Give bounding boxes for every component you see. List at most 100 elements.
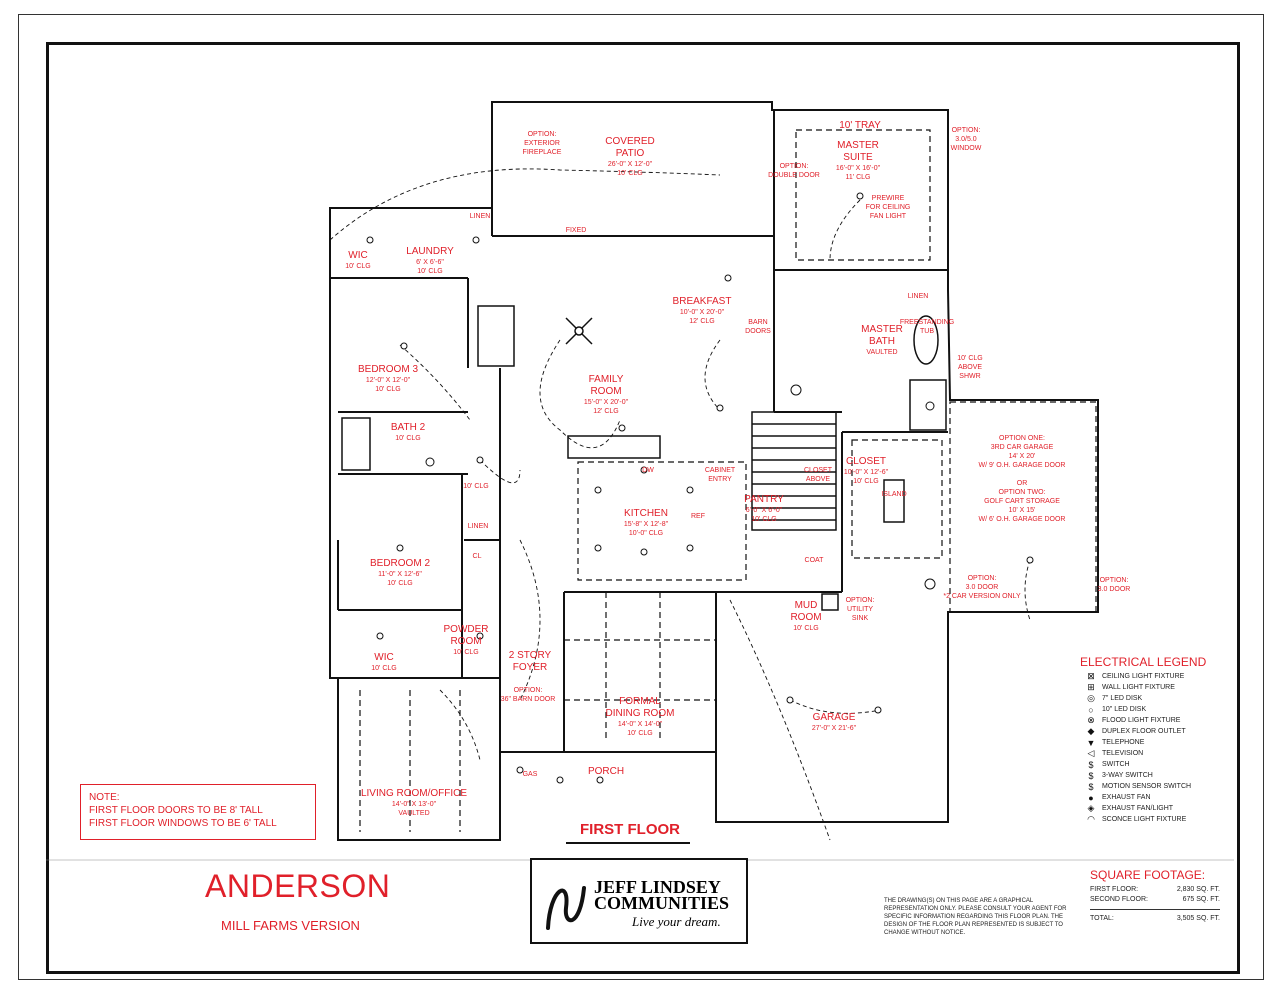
- garage-option-outline: [949, 401, 1097, 613]
- legend-item: $3-WAY SWITCH: [1080, 770, 1220, 781]
- room-detail: 3RD CAR GARAGE: [990, 444, 1054, 451]
- room-name: DINING ROOM: [605, 708, 675, 719]
- room-detail: 3.0/5.0: [955, 136, 977, 143]
- interior-wall: [330, 110, 948, 752]
- room-detail: 10'-0" X 20'-0": [679, 309, 725, 316]
- legend-item: ⊠ CEILING LIGHT FIXTURE: [1080, 671, 1220, 682]
- electrical-legend: ELECTRICAL LEGEND ⊠CEILING LIGHT FIXTURE…: [1080, 655, 1220, 825]
- room-detail: REF: [691, 513, 705, 520]
- room-detail: CL: [472, 553, 482, 560]
- room-detail: SINK: [851, 615, 869, 622]
- room-label-gas: GAS: [523, 770, 538, 779]
- legend-label: MOTION SENSOR SWITCH: [1102, 783, 1192, 790]
- room-detail: 3.0 DOOR: [1097, 586, 1131, 593]
- room-name: GARAGE: [812, 712, 856, 723]
- room-name: FOYER: [512, 662, 548, 673]
- room-detail: 10' CLG: [387, 580, 413, 587]
- legend-symbol-icon: ◈: [1087, 803, 1095, 813]
- room-name: BEDROOM 2: [369, 558, 431, 569]
- room-name: 2 STORY: [508, 650, 552, 661]
- room-detail: 10' CLG: [627, 730, 653, 737]
- room-detail: LINEN: [469, 213, 491, 220]
- room-detail: FOR CEILING: [865, 204, 911, 211]
- room-detail: 11' CLG: [845, 174, 871, 181]
- room-name: KITCHEN: [624, 508, 668, 519]
- legend-symbol-icon: ○: [1088, 704, 1094, 715]
- room-name: SUITE: [843, 152, 873, 163]
- room-detail: ENTRY: [708, 476, 732, 483]
- room-name: BEDROOM 3: [357, 364, 419, 375]
- room-detail: SHWR: [959, 373, 981, 380]
- room-name: MASTER: [861, 324, 903, 335]
- legend-item: $SWITCH: [1080, 759, 1220, 770]
- room-detail: 12' CLG: [689, 318, 715, 325]
- room-detail: ABOVE: [957, 364, 983, 371]
- room-detail: 10' CLG: [371, 665, 397, 672]
- room-detail: 15'-8" X 12'-8": [623, 521, 669, 528]
- logo-line2: COMMUNITIES: [594, 893, 730, 913]
- room-detail: 14'-0" X 13'-0": [391, 801, 437, 808]
- tray-ceiling: [795, 129, 931, 261]
- room-name: ROOM: [590, 386, 622, 397]
- floor-label: FIRST FLOOR: [580, 821, 680, 838]
- floor-note: NOTE: FIRST FLOOR DOORS TO BE 8' TALL FI…: [80, 784, 316, 840]
- room-label-dw: DW: [642, 466, 654, 475]
- room-detail: BARN: [748, 319, 768, 326]
- legend-symbol-icon: ◠: [1087, 814, 1095, 824]
- logo-tagline: Live your dream.: [632, 914, 721, 929]
- room-detail: VAULTED: [398, 810, 430, 817]
- room-detail: 10' CLG: [957, 355, 983, 362]
- legend-label: FLOOD LIGHT FIXTURE: [1102, 717, 1181, 724]
- room-detail: 15'-0" X 20'-0": [583, 399, 629, 406]
- note-line: FIRST FLOOR DOORS TO BE 8' TALL: [89, 805, 263, 816]
- room-label-hall-clg: 10' CLG: [463, 482, 488, 491]
- legend-symbol-icon: ⊠: [1087, 671, 1095, 681]
- closet-shelving: [851, 439, 943, 559]
- room-detail: UTILITY: [846, 606, 874, 613]
- room-label-linen-1: LINEN: [470, 212, 491, 221]
- legend-symbol-icon: $: [1088, 770, 1094, 781]
- wiring: [519, 539, 541, 701]
- room-label-cab-entry: CABINET ENTRY: [705, 466, 735, 484]
- company-logo: JEFF LINDSEY COMMUNITIES Live your dream…: [530, 858, 748, 944]
- wiring: [399, 344, 471, 421]
- room-detail: FIREPLACE: [522, 149, 562, 156]
- room-name: FORMAL: [619, 696, 661, 707]
- legend-label: CEILING LIGHT FIXTURE: [1102, 673, 1185, 680]
- room-detail: 10' CLG: [793, 625, 819, 632]
- room-detail: LINEN: [467, 523, 489, 530]
- square-footage: SQUARE FOOTAGE: FIRST FLOOR:2,830 SQ. FT…: [1090, 868, 1220, 924]
- utility-sink-box: [821, 593, 839, 611]
- legend-item: ◎7" LED DISK: [1080, 693, 1220, 704]
- room-detail: *2 CAR VERSION ONLY: [943, 593, 1021, 600]
- stairs: [751, 411, 837, 531]
- legend-symbol-icon: ◎: [1087, 693, 1095, 703]
- room-detail: FIXED: [565, 227, 587, 234]
- room-detail: OPTION:: [845, 597, 875, 604]
- room-name: WIC: [348, 250, 368, 261]
- room-detail: CABINET: [704, 467, 736, 474]
- room-label-porch: PORCH: [588, 766, 624, 778]
- room-name: COVERED: [605, 136, 655, 147]
- room-name: 10' TRAY: [839, 120, 881, 131]
- room-label-tray: 10' TRAY: [839, 120, 881, 132]
- room-detail: 10' CLG: [375, 386, 401, 393]
- kitchen-island: [567, 435, 661, 459]
- legend-item: ○10" LED DISK: [1080, 704, 1220, 715]
- room-detail: DW: [642, 467, 654, 474]
- wiring: [729, 599, 831, 841]
- room-detail: WINDOW: [950, 145, 982, 152]
- legend-item: ⊞WALL LIGHT FIXTURE: [1080, 682, 1220, 693]
